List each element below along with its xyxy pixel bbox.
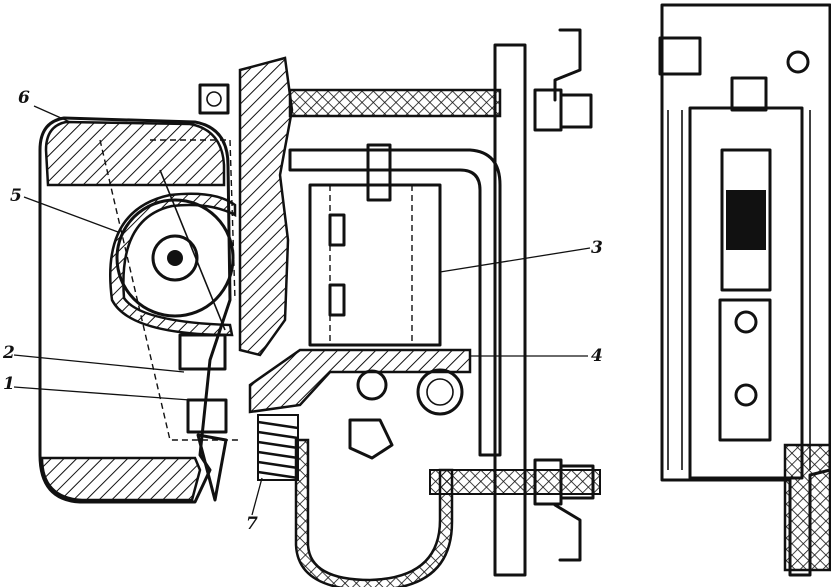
nut-frame-top <box>198 83 230 115</box>
pivot-link <box>348 418 394 460</box>
side-knob <box>730 76 768 112</box>
coil-3 <box>308 183 442 347</box>
nut-frame-top-hole <box>206 91 222 107</box>
drum-outer <box>115 198 235 318</box>
side-screw-1 <box>734 310 758 334</box>
drum-inner <box>151 234 199 282</box>
spring-7 <box>257 414 299 481</box>
side-edges <box>667 110 811 470</box>
contact-block-1 <box>186 398 228 434</box>
side-body <box>688 106 804 480</box>
main-section-view <box>38 28 601 587</box>
side-terminal-plate <box>718 298 772 442</box>
side-screw-top <box>786 50 810 74</box>
side-window <box>720 148 772 292</box>
coil-dashes <box>329 185 413 345</box>
contact-blade <box>196 433 228 502</box>
arc-chute <box>108 192 237 337</box>
callout-6: 6 <box>18 88 30 108</box>
nut-bottom-2 <box>559 464 595 500</box>
coil-terminal-top <box>328 213 346 247</box>
callout-4: 4 <box>591 346 603 366</box>
mounting-bar <box>493 43 527 577</box>
callout-1: 1 <box>3 374 15 394</box>
contact-arm-line <box>159 169 226 331</box>
callout-2: 2 <box>3 343 15 363</box>
cover-top-hatch <box>44 120 226 187</box>
nut-top-2 <box>559 93 593 129</box>
drum-hub <box>167 250 183 266</box>
tie-rod-bottom <box>429 469 601 495</box>
side-handle <box>783 443 831 572</box>
spring-ring-inner <box>426 378 454 406</box>
cover-bottom-hatch <box>40 456 202 502</box>
leader-lines <box>13 105 591 516</box>
tie-rod-top <box>288 88 502 118</box>
contact-block-2 <box>178 333 227 371</box>
flexible-lead <box>294 438 454 587</box>
core-bolt <box>366 143 392 202</box>
spring-ring <box>416 368 464 416</box>
callout-5: 5 <box>10 186 22 206</box>
coil-terminal-bottom <box>328 283 346 317</box>
callout-7: 7 <box>246 514 258 534</box>
callout-3: 3 <box>591 238 603 258</box>
side-screw-2 <box>734 383 758 407</box>
magnet-housing <box>288 148 502 457</box>
side-outline <box>660 3 831 577</box>
side-bolt-top <box>658 36 702 76</box>
frame-plate <box>238 56 294 357</box>
side-window-core <box>726 190 766 250</box>
housing-cover <box>38 116 232 504</box>
armature-4 <box>248 348 472 414</box>
side-view <box>658 3 831 577</box>
mounting-angle <box>553 28 582 562</box>
pivot-pin <box>356 369 388 401</box>
nut-top-1 <box>533 88 563 132</box>
